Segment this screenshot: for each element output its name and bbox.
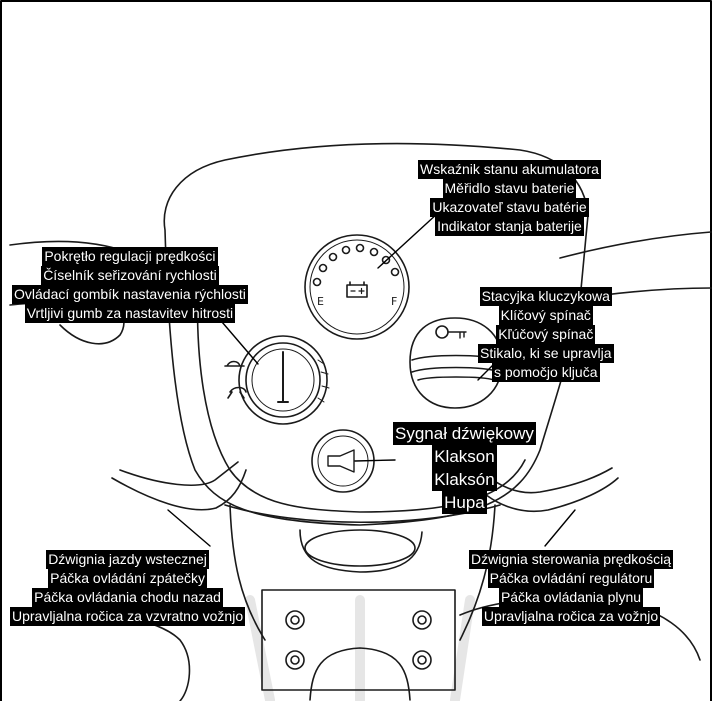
- label-line: Stikalo, ki se upravlja: [478, 344, 614, 363]
- label-line: Vrtljivi gumb za nastavitev hitrosti: [24, 304, 236, 323]
- label-throttle-lever: Dźwignia sterowania prędkością Páčka ovl…: [469, 550, 673, 626]
- label-battery-indicator: Wskaźnik stanu akumulatora Měřidlo stavu…: [418, 160, 601, 236]
- battery-gauge: [304, 234, 410, 340]
- speed-knob: [224, 335, 330, 425]
- label-line: Páčka ovládania plynu: [498, 588, 644, 607]
- label-line: Klaksón: [432, 468, 497, 491]
- label-line: Klakson: [432, 445, 497, 468]
- label-line: Dźwignia sterowania prędkością: [469, 550, 673, 569]
- background-column: [245, 595, 475, 701]
- label-line: Wskaźnik stanu akumulatora: [418, 160, 601, 179]
- label-line: Stacyjka kluczykowa: [479, 287, 612, 306]
- console-stem: [229, 504, 496, 641]
- label-line: Pokrętło regulacji prędkości: [42, 247, 218, 266]
- mounting-bracket: [261, 589, 456, 701]
- gauge-full-mark: F: [391, 295, 397, 308]
- label-reverse-lever: Dźwignia jazdy wstecznej Páčka ovládání …: [10, 550, 246, 626]
- throttle-lever-shape: [469, 467, 619, 512]
- label-line: Sygnał dźwiękowy: [393, 422, 536, 445]
- label-line: Indikator stanja baterije: [435, 217, 584, 236]
- label-line: Ukazovateľ stavu batérie: [430, 198, 589, 217]
- label-line: Upravljalna ročica za vzvratno vožnjo: [10, 607, 246, 626]
- label-horn: Sygnał dźwiękowy Klakson Klaksón Hupa: [393, 422, 536, 514]
- label-speed-knob: Pokrętło regulacji prędkości Číselník se…: [12, 247, 248, 323]
- label-line: Klíčový spínač: [498, 306, 593, 325]
- label-line: Kľúčový spínač: [496, 325, 596, 344]
- label-line: Upravljalna ročica za vožnjo: [481, 607, 661, 626]
- label-line: Páčka ovládania chodu nazad: [32, 588, 223, 607]
- label-line: Hupa: [442, 491, 487, 514]
- label-line: Měřidlo stavu baterie: [442, 179, 577, 198]
- label-line: Číselník seřizování rychlosti: [41, 266, 219, 285]
- label-line: Dźwignia jazdy wstecznej: [46, 550, 209, 569]
- reverse-lever-shape: [111, 461, 247, 511]
- label-line: Páčka ovládání regulátoru: [487, 569, 655, 588]
- label-key-switch: Stacyjka kluczykowa Klíčový spínač Kľúčo…: [478, 287, 614, 382]
- label-line: Páčka ovládání zpátečky: [48, 569, 207, 588]
- label-line: s pomočjo ključa: [492, 363, 600, 382]
- gauge-empty-mark: E: [317, 295, 324, 308]
- label-line: Ovládací gombík nastavenia rýchlosti: [12, 285, 248, 304]
